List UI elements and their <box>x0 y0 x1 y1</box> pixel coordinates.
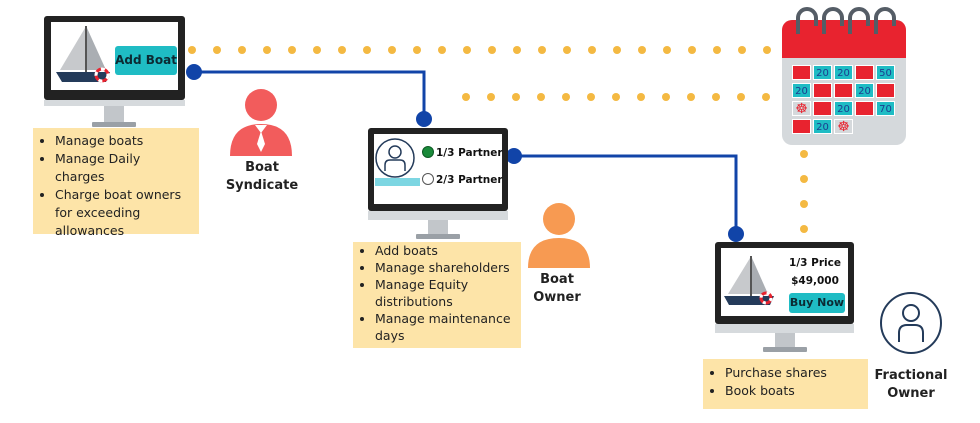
add-boat-button[interactable]: Add Boat <box>115 46 177 75</box>
sailboat-icon <box>724 256 774 305</box>
calendar-cell: 20 <box>834 65 853 80</box>
node-owner-in <box>416 111 432 127</box>
person-icon-fractional <box>880 292 942 354</box>
list-item: Manage shareholders <box>375 259 515 276</box>
dotted-link-calendar-fractional <box>800 150 808 233</box>
list-item: Purchase shares <box>725 364 862 382</box>
calendar-cell: 20 <box>792 83 811 98</box>
calendar-rings <box>796 7 896 34</box>
calendar-cell: 20 <box>855 83 874 98</box>
list-item: Manage Daily charges <box>55 150 193 186</box>
list-item: Add boats <box>375 242 515 259</box>
link-syndicate-owner <box>194 70 426 119</box>
list-item: Charge boat owners for exceeding allowan… <box>55 186 193 240</box>
calendar-cell: 20 <box>813 65 832 80</box>
node-owner-out <box>506 148 522 164</box>
calendar-cell <box>834 83 853 98</box>
price-label: 1/3 Price <box>789 257 841 269</box>
list-item: Manage boats <box>55 132 193 150</box>
helm-icon: ☸ <box>834 119 853 135</box>
link-owner-fractional <box>514 154 738 234</box>
role-fractional-label: Fractional Owner <box>874 368 948 401</box>
role-syndicate-label: Boat Syndicate <box>225 160 299 193</box>
partner-1-radio[interactable] <box>422 146 434 158</box>
progress-bar <box>375 178 420 186</box>
node-fractional <box>728 226 744 242</box>
fractional-task-list: Purchase shares Book boats <box>703 359 868 409</box>
role-owner-label: Boat Owner <box>533 272 581 305</box>
user-avatar-icon <box>375 138 415 178</box>
partner-1-label: 1/3 Partner <box>436 147 503 159</box>
owner-task-list: Add boats Manage shareholders Manage Equ… <box>353 242 521 348</box>
syndicate-task-list: Manage boats Manage Daily charges Charge… <box>33 128 199 238</box>
node-syndicate <box>186 64 202 80</box>
calendar-cell: 20 <box>834 101 853 116</box>
sailboat-icon <box>56 26 110 83</box>
calendar-cell <box>855 101 874 116</box>
helm-icon: ☸ <box>792 101 811 117</box>
calendar-cell: 70 <box>876 101 895 116</box>
calendar-cell <box>813 101 832 116</box>
calendar-cell: 50 <box>876 65 895 80</box>
calendar-cell <box>876 83 895 98</box>
person-icon-owner <box>528 203 590 268</box>
dotted-link-owner-calendar <box>462 93 770 101</box>
calendar-cell <box>855 65 874 80</box>
partner-2-radio[interactable] <box>422 173 434 185</box>
dotted-link-syndicate-calendar <box>188 46 771 54</box>
calendar-cell <box>792 65 811 80</box>
calendar-cell <box>813 83 832 98</box>
list-item: Manage Equity distributions <box>375 276 515 310</box>
list-item: Manage maintenance days <box>375 310 515 344</box>
person-icon-syndicate <box>230 89 292 156</box>
calendar-cell <box>792 119 811 134</box>
list-item: Book boats <box>725 382 862 400</box>
price-value: $49,000 <box>791 275 839 287</box>
partner-2-label: 2/3 Partner <box>436 174 503 186</box>
calendar-cell: 20 <box>813 119 832 134</box>
buy-now-button[interactable]: Buy Now <box>789 293 845 313</box>
